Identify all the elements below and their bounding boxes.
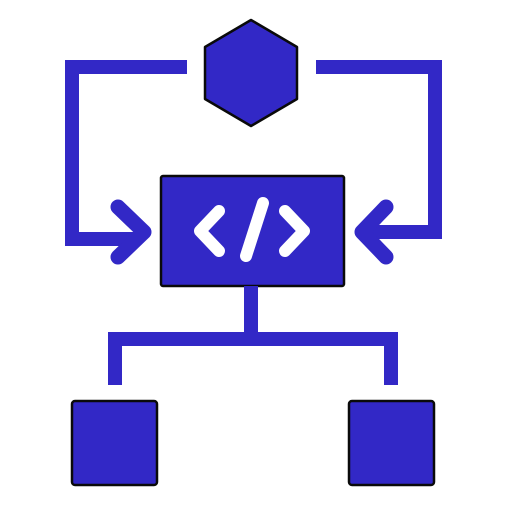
right-input-arrow <box>316 60 442 239</box>
hexagon-input-node <box>203 18 299 128</box>
left-angle-bracket <box>194 205 225 257</box>
right-angle-bracket <box>279 205 310 257</box>
right-output-node <box>347 399 436 487</box>
code-brackets-icon <box>194 197 310 262</box>
left-arrowhead <box>110 199 152 265</box>
left-input-arrow <box>65 60 187 246</box>
forward-slash <box>240 197 269 262</box>
left-output-node <box>70 399 159 487</box>
right-arrowhead <box>354 199 394 265</box>
branch-connector-right <box>251 332 398 385</box>
branch-connector-left <box>108 332 251 385</box>
